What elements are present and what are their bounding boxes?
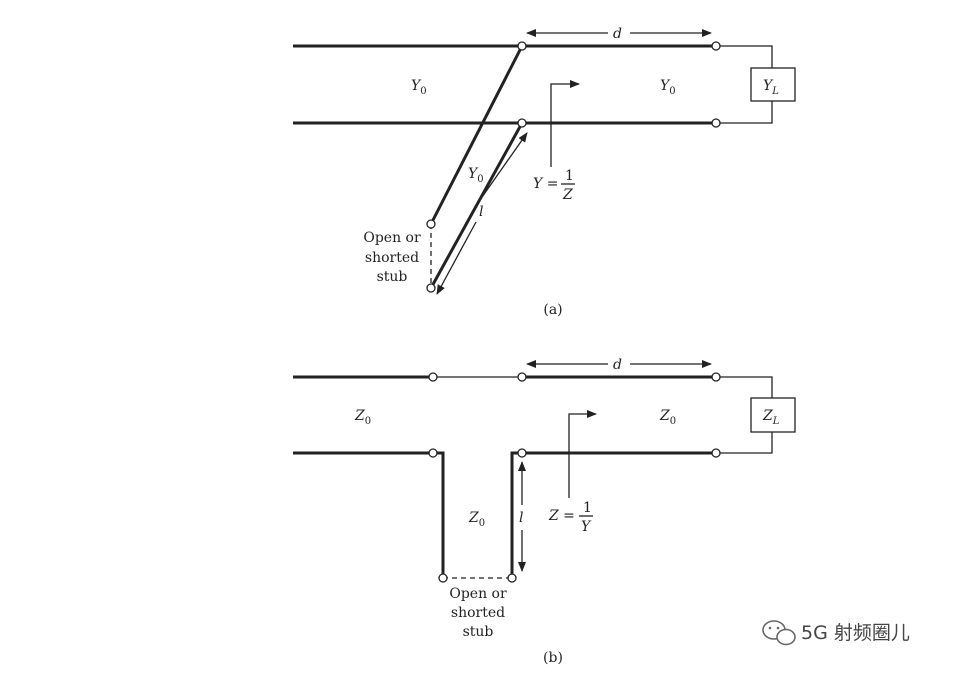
b-node bbox=[711, 372, 721, 382]
a-input-numerator: 1 bbox=[565, 168, 574, 184]
a-line-admittance-left: Y0 bbox=[411, 78, 427, 97]
b-caption: (b) bbox=[543, 650, 563, 666]
b-line-impedance-left: Z0 bbox=[354, 408, 371, 427]
a-input-marker bbox=[550, 80, 580, 167]
a-stub-note-1: Open or bbox=[363, 230, 421, 246]
b-node bbox=[428, 372, 438, 382]
a-stub-admittance: Y0 bbox=[468, 166, 484, 185]
b-node bbox=[438, 573, 448, 583]
a-distance-label: d bbox=[613, 26, 622, 42]
diagram-b: ZL d l Z0 Z0 Z0 Z = 1 Y Open or shorted … bbox=[293, 357, 796, 666]
a-load-box bbox=[750, 67, 796, 102]
a-node bbox=[426, 219, 436, 229]
b-bottom-conductor-right bbox=[510, 451, 716, 578]
b-stub-impedance: Z0 bbox=[468, 510, 485, 529]
a-line-admittance-right: Y0 bbox=[660, 78, 676, 97]
a-node bbox=[517, 118, 527, 128]
b-stub-note-2: shorted bbox=[451, 605, 505, 621]
a-length-arrow bbox=[436, 221, 477, 295]
b-node bbox=[507, 573, 517, 583]
a-stub-note-2: shorted bbox=[365, 250, 419, 266]
b-input-denominator: Y bbox=[581, 519, 592, 535]
a-caption: (a) bbox=[543, 302, 562, 318]
a-stub-inner bbox=[429, 122, 524, 289]
b-input-numerator: 1 bbox=[583, 500, 592, 516]
b-line-impedance-right: Z0 bbox=[659, 408, 676, 427]
a-input-lhs: Y = bbox=[533, 176, 558, 192]
b-length-label: l bbox=[519, 510, 523, 526]
a-load-label: YL bbox=[763, 78, 779, 97]
b-node bbox=[517, 372, 527, 382]
a-input-denominator: Z bbox=[562, 187, 573, 203]
a-node bbox=[517, 41, 527, 51]
b-input-marker bbox=[568, 410, 597, 498]
b-load-box bbox=[750, 397, 796, 433]
a-node bbox=[711, 41, 721, 51]
b-stub-note-3: stub bbox=[463, 624, 494, 640]
b-node bbox=[517, 448, 527, 458]
diagram-a: YL d l Y0 Y0 Y0 Y = 1 Z Open or shorted … bbox=[293, 26, 796, 318]
b-stub-note-1: Open or bbox=[449, 586, 507, 602]
watermark: 5G 射频圈儿 bbox=[762, 620, 910, 646]
watermark-text: 5G 射频圈儿 bbox=[801, 622, 910, 644]
b-input-lhs: Z = bbox=[548, 508, 575, 524]
a-length-arrow bbox=[479, 132, 528, 201]
a-stub-outer bbox=[429, 45, 524, 225]
a-stub-note-3: stub bbox=[377, 269, 408, 285]
b-load-label: ZL bbox=[762, 408, 780, 427]
a-node bbox=[426, 283, 436, 293]
a-node bbox=[711, 118, 721, 128]
a-length-label: l bbox=[479, 204, 483, 220]
b-distance-label: d bbox=[613, 357, 622, 373]
b-node bbox=[711, 448, 721, 458]
b-node bbox=[428, 448, 438, 458]
wechat-icon bbox=[762, 620, 796, 646]
b-bottom-conductor-left bbox=[293, 451, 445, 578]
